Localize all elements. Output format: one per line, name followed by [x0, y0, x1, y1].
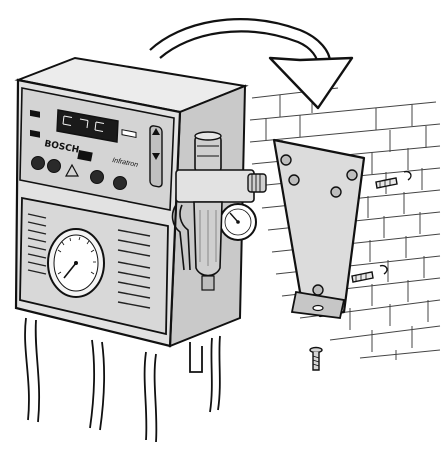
- panel-buttons: [31, 156, 127, 190]
- bracket-studs: [280, 154, 358, 296]
- rotate-arrow-icon: [149, 18, 354, 110]
- vent-slats: [27, 213, 151, 309]
- logo-label: Infratron: [112, 157, 139, 169]
- wall-plug-icon: [375, 170, 412, 189]
- controller-unit: BOSCH Infratron: [14, 56, 249, 348]
- filter-regulator: [171, 131, 267, 291]
- temp-button[interactable]: [113, 176, 127, 190]
- indicator-3: [121, 129, 137, 139]
- regulator-gauge-icon: [219, 203, 257, 241]
- mounting-bracket: [272, 138, 366, 319]
- indicator-2: [30, 129, 40, 138]
- warning-icon: [64, 163, 80, 177]
- menu-button[interactable]: [47, 159, 61, 173]
- wall-plug-icon: [351, 264, 388, 283]
- mode-button[interactable]: [31, 156, 45, 170]
- hoses: [24, 317, 221, 443]
- display-digits: [62, 115, 105, 132]
- start-button[interactable]: [90, 170, 104, 184]
- brand-badge: [77, 150, 93, 162]
- indicator-1: [30, 109, 40, 118]
- screw-icon: [309, 346, 323, 371]
- pressure-gauge-icon: [47, 228, 105, 298]
